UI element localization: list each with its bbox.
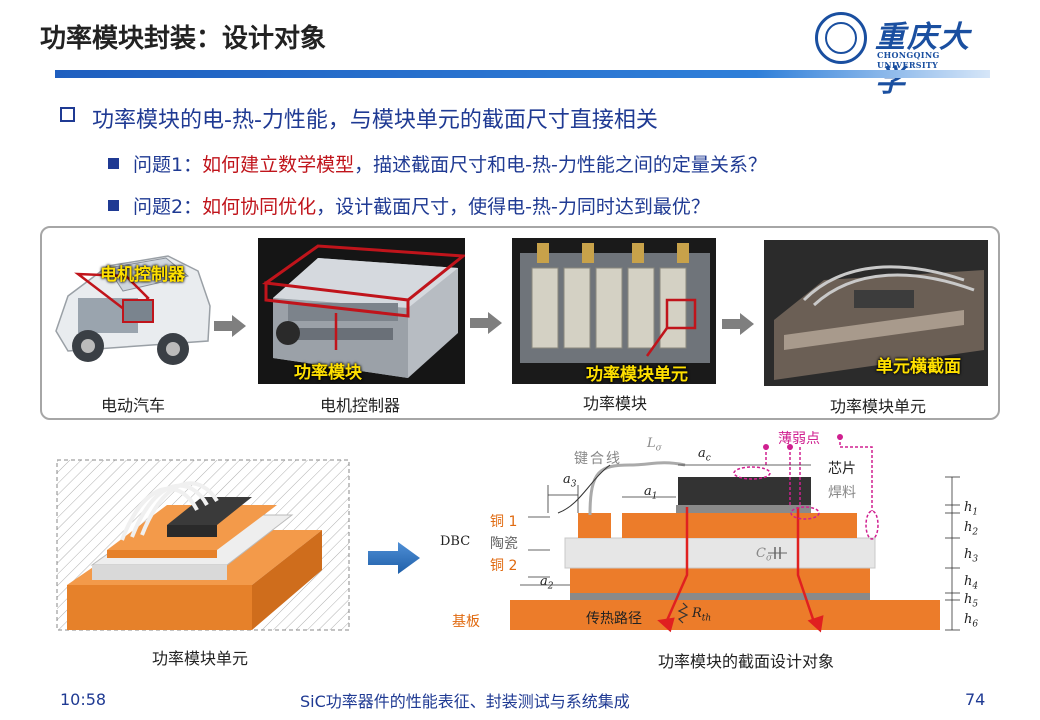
unit-3d-figure [56, 459, 350, 631]
symbol-C: Cσ [756, 546, 773, 564]
university-seal-icon [815, 12, 867, 64]
pipeline-panel [40, 226, 1000, 420]
label-chip: 芯片 [828, 461, 856, 477]
caption-motor-controller: 电机控制器 [319, 396, 400, 415]
checkbox-bullet-icon [60, 107, 75, 122]
label-dbc: DBC [440, 534, 471, 549]
headline: 功率模块的电-热-力性能，与模块单元的截面尺寸直接相关 [92, 108, 658, 133]
symbol-a1: a1 [644, 484, 658, 502]
page-title: 功率模块封装：设计对象 [40, 24, 327, 54]
symbol-a2: a2 [540, 574, 554, 592]
caption-ev: 电动汽车 [100, 396, 165, 415]
caption-power-module-unit: 功率模块单元 [829, 397, 926, 416]
footer-course: SiC功率器件的性能表征、封装测试与系统集成 [300, 692, 630, 711]
question-1: 问题1：如何建立数学模型，描述截面尺寸和电-热-力性能之间的定量关系？ [108, 150, 767, 177]
caption-power-module: 功率模块 [582, 394, 647, 413]
logo-name: 重庆大学 [875, 20, 971, 99]
footer-time: 10:58 [60, 690, 107, 709]
square-bullet-icon [108, 158, 119, 169]
label-solder: 焊料 [828, 485, 856, 501]
symbol-h2: h2 [964, 520, 979, 538]
footer-page-number: 74 [965, 690, 986, 709]
label-weak-point: 薄弱点 [778, 431, 820, 447]
electric-car-image [48, 236, 218, 386]
arrow-icon [214, 315, 248, 341]
symbol-a3: a3 [563, 472, 577, 490]
label-motor-controller: 电机控制器 [100, 265, 185, 285]
motor-controller-image [258, 238, 465, 384]
cross-section-diagram [510, 434, 960, 633]
logo-subtitle: CHONGQING UNIVERSITY [877, 50, 940, 70]
label-bond-wire: 键合线 [574, 451, 622, 467]
symbol-ac: ac [698, 446, 711, 464]
symbol-h5: h5 [964, 592, 979, 610]
arrow-icon [470, 312, 504, 338]
symbol-h6: h6 [964, 612, 979, 630]
question-2: 问题2：如何协同优化，设计截面尺寸，使得电-热-力同时达到最优？ [108, 192, 710, 219]
symbol-h1: h1 [964, 500, 979, 518]
label-heat-path: 传热路径 [586, 611, 642, 627]
cross-section-caption: 功率模块的截面设计对象 [657, 652, 834, 671]
arrow-icon [722, 313, 756, 339]
unit-cross-section-image [764, 240, 988, 386]
label-baseplate: 基板 [452, 614, 480, 630]
symbol-h4: h4 [964, 574, 979, 592]
logo: 重庆大学 CHONGQING UNIVERSITY [815, 10, 995, 99]
title-underline [55, 70, 990, 78]
power-module-image [512, 238, 716, 384]
label-copper-2: 铜 2 [490, 558, 518, 574]
blue-arrow-icon [368, 542, 420, 578]
symbol-R: Rth [692, 606, 712, 624]
unit-figure-caption: 功率模块单元 [151, 649, 248, 668]
symbol-L: Lσ [647, 436, 662, 454]
square-bullet-icon [108, 200, 119, 211]
label-ceramic: 陶瓷 [490, 536, 518, 552]
label-unit-cross-section: 单元横截面 [876, 357, 961, 377]
label-copper-1: 铜 1 [490, 514, 518, 530]
label-power-module-unit: 功率模块单元 [586, 365, 688, 385]
symbol-h3: h3 [964, 547, 979, 565]
label-power-module: 功率模块 [294, 363, 362, 383]
